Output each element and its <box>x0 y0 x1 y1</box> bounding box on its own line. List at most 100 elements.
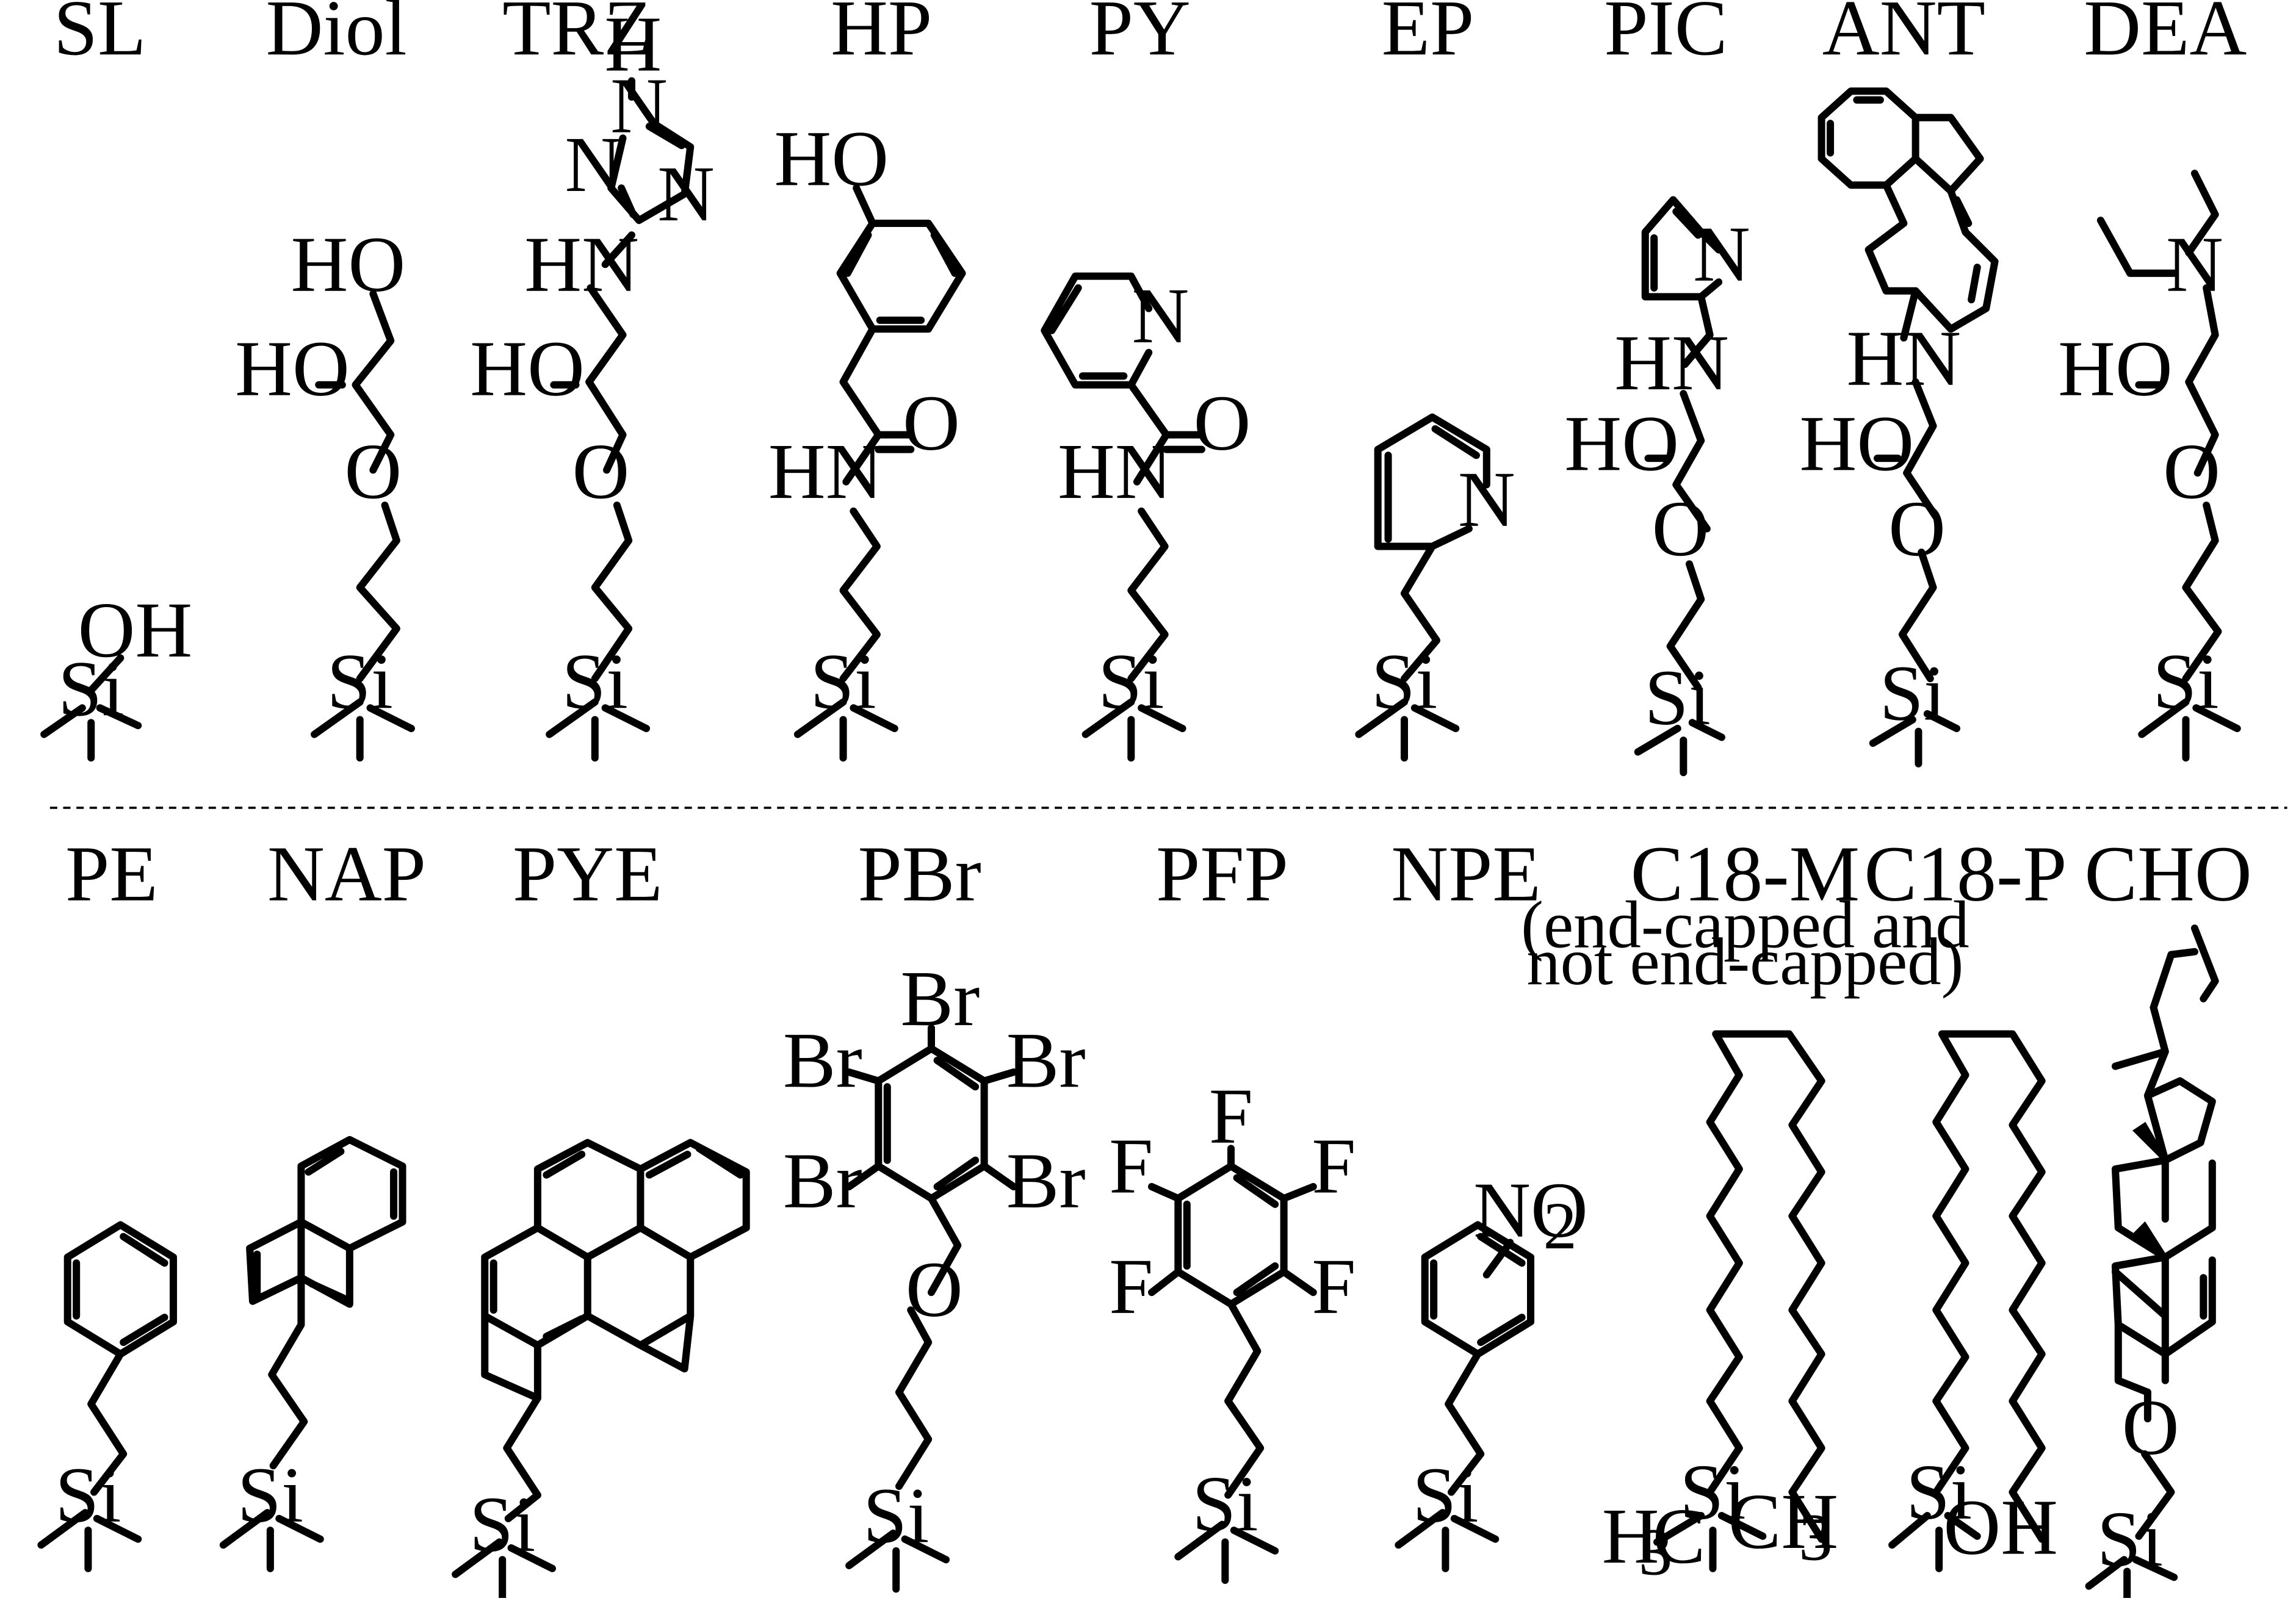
silicon-label: Si <box>1192 1460 1258 1548</box>
structure-title: PE <box>65 830 158 918</box>
atom-label: O <box>1652 485 1709 573</box>
structure-note: not end-capped) <box>1526 924 1963 999</box>
structure-ep: EP N Si <box>1355 0 1515 762</box>
structure-note: (end-capped and <box>1521 887 1969 962</box>
atom-label: F <box>1312 1243 1356 1331</box>
silicon-label: Si <box>1371 638 1437 725</box>
subscript-label: 3 <box>1799 1499 1832 1574</box>
atom-label: HO <box>1564 400 1679 487</box>
structure-title: SL <box>54 0 146 72</box>
structure-title: PIC <box>1604 0 1727 72</box>
silicon-label: Si <box>2153 638 2218 725</box>
structure-npe: NPE NO 2 Si <box>1391 830 1588 1572</box>
silicon-label: Si <box>1906 1448 1972 1536</box>
structure-pfp: PFP F F F F F Si <box>1109 830 1356 1584</box>
silicon-label: Si <box>237 1452 303 1539</box>
atom-label: O <box>344 428 402 516</box>
structure-title: HP <box>831 0 932 72</box>
silicon-label: Si <box>2097 1495 2163 1583</box>
atom-label: Br <box>900 955 980 1043</box>
atom-label: H <box>604 1 662 88</box>
structure-pbr: PBr Br Br Br Br Br O Si <box>783 830 1086 1593</box>
atom-label: F <box>1109 1123 1153 1211</box>
atom-label: N <box>657 150 715 238</box>
silicon-label: Si <box>327 638 392 725</box>
structure-title: DEA <box>2084 0 2247 72</box>
atom-label: HO <box>470 325 585 413</box>
atom-label: Br <box>783 1137 862 1225</box>
structure-c18-p: C18-P Si OH <box>1864 830 2067 1572</box>
subscript-label: 3 <box>1639 1514 1672 1589</box>
structure-title: NPE <box>1391 830 1541 918</box>
silicon-label: Si <box>562 638 628 725</box>
atom-label: O <box>1888 485 1946 573</box>
atom-label: N <box>565 121 622 209</box>
atom-label: N <box>1693 210 1750 298</box>
atom-label: HO <box>774 115 889 203</box>
structure-title: PY <box>1089 0 1191 72</box>
structure-ant: ANT HN HO O Si <box>1799 0 1999 768</box>
atom-label: HO <box>235 325 350 413</box>
subscript-label: 2 <box>1543 1188 1576 1263</box>
atom-label: F <box>1312 1123 1356 1211</box>
atom-label: NO <box>1473 1167 1588 1254</box>
atom-label: HO <box>1799 400 1914 487</box>
atom-label: H <box>1602 1492 1659 1580</box>
structure-pe: PE Si <box>37 830 178 1572</box>
atom-label: O <box>2163 428 2220 516</box>
structure-cho: CHO O Si <box>2084 830 2252 1601</box>
silicon-label: Si <box>1680 1448 1745 1536</box>
structure-title: Diol <box>266 0 407 72</box>
silicon-label: Si <box>1880 650 1946 738</box>
structure-pye: PYE Si <box>452 830 750 1601</box>
atom-label: O <box>903 380 960 467</box>
atom-label: OH <box>78 586 193 674</box>
atom-label: N <box>1458 456 1515 544</box>
structure-hp: HP HO O HN Si <box>768 0 966 762</box>
structure-title: TRZ <box>502 0 652 72</box>
structure-pic: PIC N HN HO O Si <box>1564 0 1750 777</box>
atom-label: N <box>1132 272 1190 360</box>
structure-title: NAP <box>267 830 426 918</box>
atom-label: Br <box>1006 1016 1086 1104</box>
structure-dea: DEA N HO O Si <box>2058 0 2247 762</box>
silicon-label: Si <box>810 638 876 725</box>
atom-label: HO <box>2058 325 2173 413</box>
silicon-label: Si <box>55 1452 121 1539</box>
atom-label: O <box>906 1246 963 1334</box>
structure-diol: Diol HO HO O Si <box>235 0 415 762</box>
silicon-label: Si <box>58 645 124 733</box>
silicon-label: Si <box>1098 638 1164 725</box>
atom-label: N <box>2166 221 2223 309</box>
atom-label: Br <box>783 1016 862 1104</box>
atom-label: Br <box>1006 1137 1086 1225</box>
atom-label: CH <box>1728 1478 1839 1566</box>
structure-title: PBr <box>858 830 981 918</box>
structure-title: PFP <box>1156 830 1288 918</box>
atom-label: OH <box>1943 1484 2058 1572</box>
atom-label: F <box>1109 1243 1153 1331</box>
atom-label: HN <box>1846 315 1961 403</box>
structure-title: CHO <box>2084 830 2251 918</box>
silicon-label: Si <box>1412 1452 1478 1539</box>
structure-title: EP <box>1382 0 1475 72</box>
atom-label: C <box>1653 1492 1706 1580</box>
structure-title: PYE <box>513 830 663 918</box>
structure-title: C18-P <box>1864 830 2067 918</box>
structure-title: C18-M <box>1631 830 1860 918</box>
atom-label: HO <box>291 221 406 309</box>
structure-title: ANT <box>1822 0 1985 72</box>
silicon-label: Si <box>1644 654 1710 742</box>
atom-label: O <box>572 428 629 516</box>
atom-label: O <box>2122 1384 2179 1472</box>
atom-label: N <box>610 62 668 150</box>
atom-label: F <box>1209 1073 1253 1160</box>
atom-label: HN <box>524 221 639 309</box>
structure-sl: SL OH Si <box>40 0 193 762</box>
silicon-label: Si <box>863 1472 929 1560</box>
structure-c18-m: C18-M (end-capped and not end-capped) Si… <box>1521 830 1969 1589</box>
structure-nap: NAP Si <box>219 830 426 1572</box>
structure-py: PY N O HN Si <box>1041 0 1251 762</box>
